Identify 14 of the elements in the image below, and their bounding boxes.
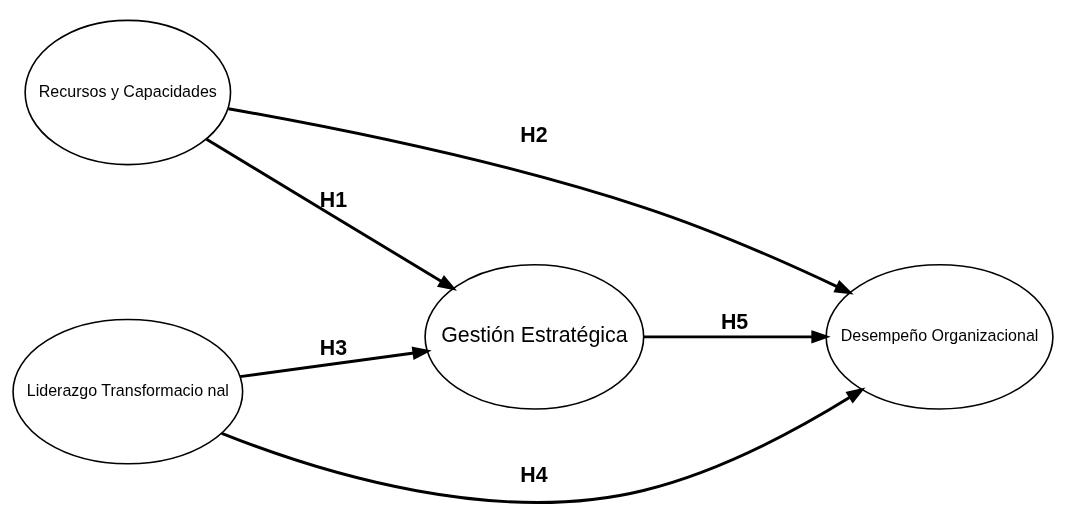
node-ellipse: Recursos y Capacidades <box>24 19 232 166</box>
edge-label: H2 <box>520 122 548 147</box>
edge-label: H3 <box>319 336 348 361</box>
node-ellipse: Liderazgo Transformacio nal <box>12 318 244 465</box>
arrow <box>643 330 831 344</box>
arrow <box>205 138 457 291</box>
arrow <box>228 107 854 295</box>
arrow <box>221 387 866 504</box>
node-ellipse: Desempeño Organizacional <box>825 263 1054 410</box>
arrow <box>239 346 432 379</box>
edge-label: H4 <box>520 463 548 488</box>
edge-label: H1 <box>319 188 348 213</box>
edge-label: H5 <box>720 309 749 334</box>
node-ellipse: Gestión Estratégica <box>424 263 645 410</box>
